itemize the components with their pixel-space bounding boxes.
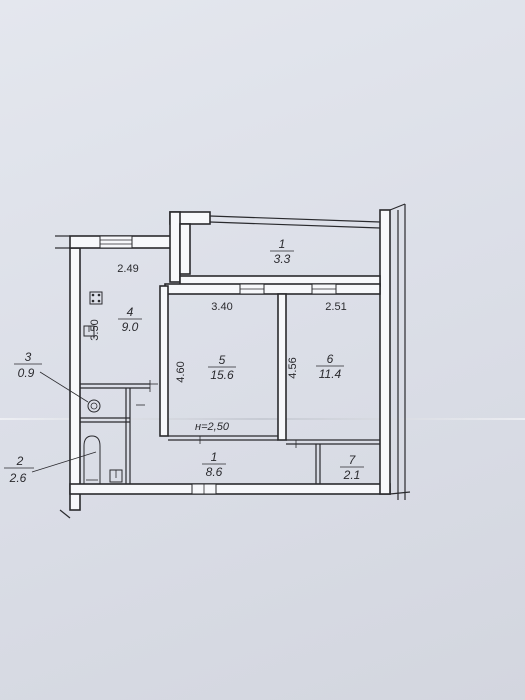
room-5: 5 15.6	[208, 353, 236, 382]
room-area: 15.6	[210, 368, 234, 382]
fixtures	[83, 291, 123, 484]
room-3: 3 0.9	[14, 350, 42, 380]
room-2: 2 2.6	[4, 454, 34, 485]
bathtub-icon	[83, 435, 101, 484]
room-area: 3.3	[274, 252, 291, 266]
room-number: 7	[349, 453, 357, 467]
room-1-hall: 1 8.6	[202, 450, 226, 479]
room-1-balcony: 1 3.3	[270, 237, 294, 266]
room-number: 2	[16, 454, 24, 468]
stove-icon	[89, 291, 103, 305]
room-number: 4	[127, 305, 134, 319]
room-4-kitchen: 4 9.0	[118, 305, 142, 334]
room-area: 2.6	[9, 471, 27, 485]
kitchen-length: 3.50	[89, 319, 101, 340]
room-number: 5	[219, 353, 226, 367]
room6-length: 4.56	[287, 357, 299, 378]
room-area: 0.9	[18, 366, 35, 380]
leader-lines	[31, 371, 97, 473]
paper-fold	[0, 418, 525, 420]
room-number: 3	[25, 350, 32, 364]
room-area: 9.0	[122, 320, 139, 334]
room-number: 1	[211, 450, 218, 464]
room5-length: 4.60	[175, 361, 187, 382]
room-area: 8.6	[206, 465, 223, 479]
interior-walls	[80, 285, 380, 484]
windows	[99, 235, 337, 495]
dimensions: 2.49 3.50 3.40 4.60 2.51 4.56 н=2,50	[89, 263, 347, 433]
room-area: 2.1	[343, 468, 361, 482]
room-7: 7 2.1	[340, 453, 364, 482]
room-area: 11.4	[319, 367, 342, 381]
ceiling-height: н=2,50	[195, 421, 230, 433]
room-number: 6	[327, 352, 334, 366]
toilet-icon	[87, 399, 101, 413]
room6-width: 2.51	[325, 301, 346, 313]
room-number: 1	[279, 237, 286, 251]
room-6: 6 11.4	[316, 352, 344, 381]
kitchen-width: 2.49	[117, 263, 138, 275]
room5-width: 3.40	[211, 301, 232, 313]
